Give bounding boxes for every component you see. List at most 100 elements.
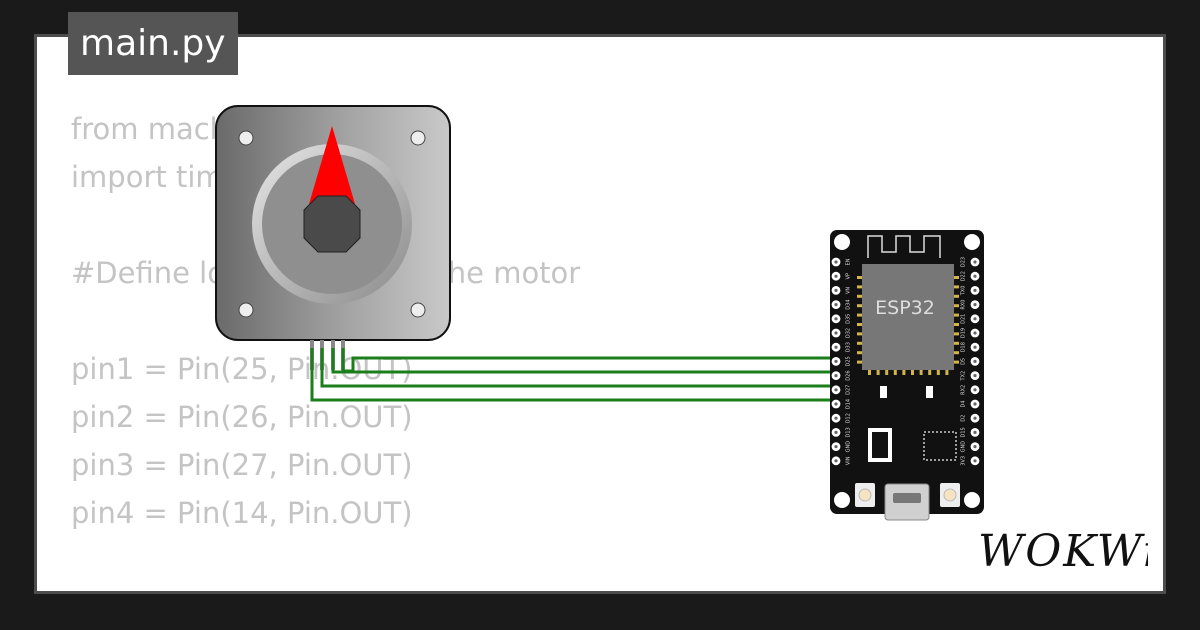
left-pin-label: VN xyxy=(846,287,852,294)
left-pin-pad-center xyxy=(834,359,838,363)
left-pin-label: D13 xyxy=(846,427,852,437)
right-pin-label: D21 xyxy=(961,314,967,324)
board-mount-hole xyxy=(834,492,850,508)
usb-uart-chip xyxy=(923,431,957,461)
chip-pad xyxy=(857,323,862,326)
chip-pad xyxy=(857,285,862,289)
right-pin-label: RX2 xyxy=(961,385,967,395)
right-pin-label: D18 xyxy=(961,342,967,352)
chip-pad xyxy=(876,370,880,375)
motor-mount-hole xyxy=(410,302,426,318)
left-pin-pad-center xyxy=(834,331,838,335)
left-pin-label: EN xyxy=(846,258,852,265)
wokwi-logo: WOKWi xyxy=(978,522,1157,582)
motor-needle xyxy=(309,126,355,204)
motor-shaft xyxy=(303,195,361,253)
usb-port-opening xyxy=(893,493,921,503)
right-pin-pad-center xyxy=(973,303,977,307)
left-pin-header: ENVPVND34D35D32D33D25D26D27D14D12D13GNDV… xyxy=(831,257,852,466)
left-pin-pad-center xyxy=(834,303,838,307)
right-pin-pad-center xyxy=(973,459,977,463)
chip-pad xyxy=(893,370,897,375)
motor-mount-hole xyxy=(410,130,426,146)
board-mount-hole xyxy=(964,234,980,250)
right-pin-label: TX0 xyxy=(961,286,967,297)
left-pin-pad-center xyxy=(834,416,838,420)
left-pin-pad-center xyxy=(834,430,838,434)
wire-pin1[interactable] xyxy=(341,348,836,373)
right-pin-pad-center xyxy=(973,331,977,335)
right-pin-header: D23D22TX0RX0D21D19D18D5TX2RX2D4D2D15GND3… xyxy=(961,257,980,466)
right-pin-label: RX0 xyxy=(961,300,967,310)
right-pin-label: D15 xyxy=(961,427,967,437)
chip-pad xyxy=(911,370,914,375)
right-pin-pad-center xyxy=(973,345,977,349)
left-pin-label: D33 xyxy=(846,342,852,352)
left-pin-label: D35 xyxy=(846,314,852,324)
right-pin-pad-center xyxy=(973,388,977,392)
chip-pad xyxy=(857,294,862,298)
right-pin-label: D2 xyxy=(961,415,967,422)
chip-pad xyxy=(857,341,862,345)
right-pin-pad-center xyxy=(973,416,977,420)
chip-pad xyxy=(868,370,871,375)
esp32-board[interactable]: ESP32 ENVPVND34D35D32D33D25D26D27D14D12D… xyxy=(830,230,984,521)
code-line: pin3 = Pin(27, Pin.OUT) xyxy=(71,448,413,482)
chip-pad xyxy=(954,285,959,289)
right-pin-pad-center xyxy=(973,374,977,378)
right-pin-pad-center xyxy=(973,445,977,449)
chip-pad xyxy=(857,313,862,317)
left-pin-label: D14 xyxy=(846,399,852,409)
chip-label: ESP32 xyxy=(875,297,935,319)
chip-pad xyxy=(857,304,862,308)
chip-pad xyxy=(928,370,932,375)
chip-pad xyxy=(954,323,959,326)
chip-pad xyxy=(857,360,862,364)
right-pin-pad-center xyxy=(973,402,977,406)
chip-pad xyxy=(857,276,862,279)
left-pin-pad-center xyxy=(834,317,838,321)
left-pin-label: VIN xyxy=(846,456,852,465)
left-pin-pad-center xyxy=(834,445,838,449)
right-pin-pad-center xyxy=(973,274,977,278)
file-tab-main-py[interactable]: main.py xyxy=(68,12,238,75)
chip-pad xyxy=(936,370,940,375)
regulator-body xyxy=(872,432,888,458)
chip-pad xyxy=(954,294,959,298)
left-pin-label: D12 xyxy=(846,413,852,423)
right-pin-label: D22 xyxy=(961,271,967,281)
left-pin-pad-center xyxy=(834,459,838,463)
left-pin-pad-center xyxy=(834,274,838,278)
boot-button-cap xyxy=(858,488,872,502)
stepper-motor[interactable] xyxy=(215,105,451,370)
chip-pad xyxy=(919,370,923,375)
chip-pad xyxy=(954,332,959,336)
chip-pads xyxy=(857,276,959,375)
chip-pad xyxy=(954,341,959,345)
reset-button-cap xyxy=(943,488,957,502)
chip-pad xyxy=(954,351,959,355)
board-mount-hole xyxy=(964,492,980,508)
left-pin-label: VP xyxy=(846,273,852,279)
chip-pad xyxy=(945,370,949,375)
left-pin-pad-center xyxy=(834,374,838,378)
motor-mount-hole xyxy=(238,302,254,318)
left-pin-pad-center xyxy=(834,260,838,264)
board-mount-hole xyxy=(834,234,850,250)
right-pin-label: D23 xyxy=(961,257,967,267)
left-pin-label: D32 xyxy=(846,328,852,338)
motor-mount-hole xyxy=(238,130,254,146)
left-pin-pad-center xyxy=(834,288,838,292)
right-pin-pad-center xyxy=(973,430,977,434)
left-pin-label: GND xyxy=(846,441,852,453)
chip-pad xyxy=(902,370,906,375)
wire-pin3[interactable] xyxy=(320,348,836,388)
code-line: pin2 = Pin(26, Pin.OUT) xyxy=(71,400,413,434)
right-pin-label: GND xyxy=(961,441,967,453)
right-pin-label: D19 xyxy=(961,328,967,338)
left-pin-label: D34 xyxy=(846,299,852,309)
wire-pin4[interactable] xyxy=(310,348,836,402)
wires xyxy=(310,348,836,402)
right-pin-pad-center xyxy=(973,288,977,292)
wire-pin2[interactable] xyxy=(331,348,836,374)
